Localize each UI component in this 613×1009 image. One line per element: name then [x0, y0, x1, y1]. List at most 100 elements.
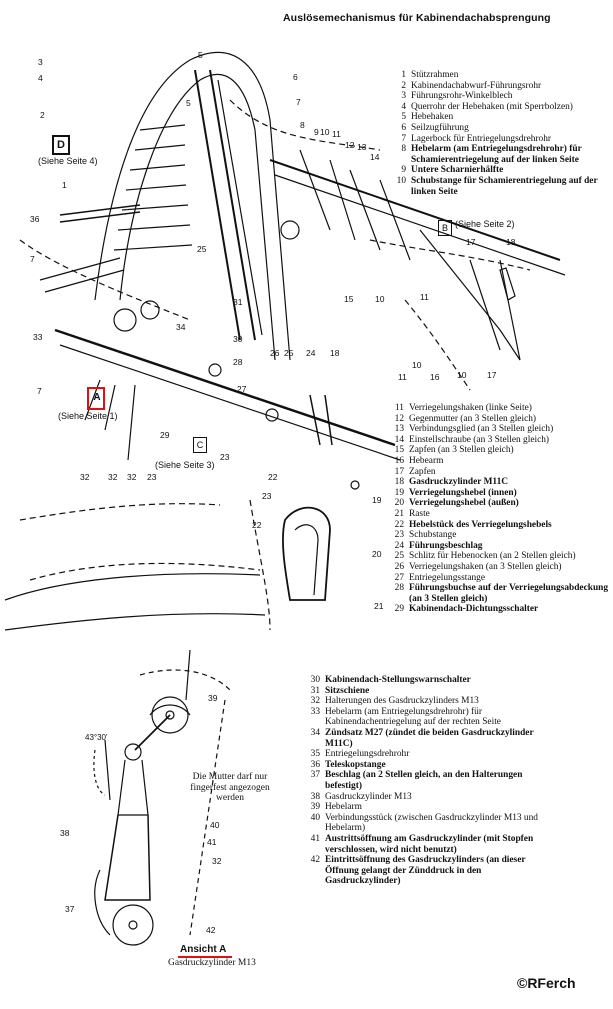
legend-text: Hebelstück des Verriegelungshebels — [409, 519, 552, 530]
legend-text: Stützrahmen — [411, 70, 459, 80]
legend-number: 36 — [310, 759, 320, 770]
legend-text: Führungsrohr-Winkelblech — [411, 91, 513, 102]
svg-text:24: 24 — [306, 348, 316, 358]
legend-number: 21 — [394, 508, 404, 519]
legend-number: 11 — [394, 403, 404, 413]
legend-text: Verriegelungshaken (an 3 Stellen gleich) — [409, 561, 562, 572]
legend-text: Querrohr der Hebehaken (mit Sperrbolzen) — [411, 101, 573, 112]
legend-text: Verriegelungshaken (linke Seite) — [409, 403, 532, 413]
copyright: ©RFerch — [517, 975, 576, 991]
svg-text:22: 22 — [268, 472, 278, 482]
svg-text:5: 5 — [198, 50, 203, 60]
svg-text:42: 42 — [206, 925, 216, 935]
legend-text: Gegenmutter (an 3 Stellen gleich) — [409, 413, 537, 424]
legend-text: Gasdruckzylinder M13 — [325, 791, 412, 802]
legend-number: 27 — [394, 572, 404, 583]
legend-text: Sitzschiene — [325, 685, 370, 696]
view-a-caption: Ansicht A — [180, 944, 227, 955]
legend-number: 26 — [394, 561, 404, 572]
svg-text:10: 10 — [375, 294, 385, 304]
svg-text:10: 10 — [457, 370, 467, 380]
legend-text: Verriegelungshebel (außen) — [409, 498, 519, 509]
page-marker-c: C — [193, 437, 207, 453]
svg-text:10: 10 — [320, 127, 330, 137]
svg-text:22: 22 — [252, 520, 262, 530]
svg-text:21: 21 — [374, 601, 384, 611]
legend-number: 19 — [394, 487, 404, 498]
view-a-drawing — [93, 649, 231, 946]
legend-text: Hebelarm (am Entriegelungsdrehrohr) für … — [411, 144, 582, 165]
see-page-2: (Siehe Seite 2) — [455, 219, 515, 229]
svg-text:15: 15 — [344, 294, 354, 304]
legend-item: 26 Verriegelungshaken (an 3 Stellen gleic… — [388, 562, 610, 573]
svg-text:17: 17 — [466, 237, 476, 247]
legend-number: 4 — [401, 101, 406, 112]
legend-number: 35 — [310, 749, 320, 760]
legend-item: 38 Gasdruckzylinder M13 — [304, 792, 544, 803]
svg-text:25: 25 — [197, 244, 207, 254]
svg-text:14: 14 — [370, 152, 380, 162]
legend-text: Hebearm — [409, 455, 444, 466]
legend-number: 9 — [401, 165, 406, 176]
legend-number: 38 — [310, 791, 320, 802]
legend-number: 15 — [394, 445, 404, 456]
page-marker-b: B — [438, 220, 452, 236]
legend-text: Untere Scharnierhälfte — [411, 165, 504, 176]
legend-text: Führungsbeschlag — [409, 540, 483, 551]
svg-text:32: 32 — [108, 472, 118, 482]
legend-text: Verbindungsstück (zwischen Gasdruckzylin… — [325, 812, 538, 834]
legend-number: 14 — [394, 434, 404, 445]
svg-text:30: 30 — [233, 334, 243, 344]
see-page-4: (Siehe Seite 4) — [38, 156, 98, 166]
legend-text: Verriegelungshebel (innen) — [409, 487, 517, 498]
legend-text: Gasdruckzylinder M11C — [409, 477, 509, 488]
legend-text: Einstellschraube (an 3 Stellen gleich) — [409, 434, 550, 445]
svg-text:11: 11 — [398, 372, 407, 382]
legend-number: 23 — [394, 530, 404, 541]
svg-text:32: 32 — [127, 472, 137, 482]
legend-text: Beschlag (an 2 Stellen gleich, an den Ha… — [325, 770, 523, 791]
telescopic-rod — [59, 204, 141, 223]
diagram-title: Auslösemechanismus für Kabinendachabspre… — [283, 12, 551, 24]
legend-number: 10 — [396, 175, 406, 186]
legend-text: Kabinendachabwurf-Führungsrohr — [411, 80, 542, 91]
legend-item: 9 Untere Scharnierhälfte — [390, 165, 610, 176]
svg-text:38: 38 — [60, 828, 70, 838]
legend-number: 39 — [310, 802, 320, 813]
legend-item: 4 Querrohr der Hebehaken (mit Sperrbolzen… — [390, 102, 610, 113]
legend-number: 24 — [394, 540, 404, 551]
svg-text:41: 41 — [207, 837, 217, 847]
legend-item: 24 Führungsbeschlag — [388, 541, 610, 552]
legend-number: 8 — [401, 144, 406, 155]
see-page-3: (Siehe Seite 3) — [155, 460, 215, 470]
svg-text:3: 3 — [38, 57, 43, 67]
svg-text:29: 29 — [160, 430, 170, 440]
legend-text: Zapfen — [409, 466, 436, 477]
svg-text:23: 23 — [147, 472, 157, 482]
release-tube — [54, 328, 396, 447]
legend-number: 2 — [401, 80, 406, 91]
svg-text:13: 13 — [357, 142, 367, 152]
page-marker-a: A — [93, 392, 101, 403]
svg-text:37: 37 — [65, 904, 75, 914]
